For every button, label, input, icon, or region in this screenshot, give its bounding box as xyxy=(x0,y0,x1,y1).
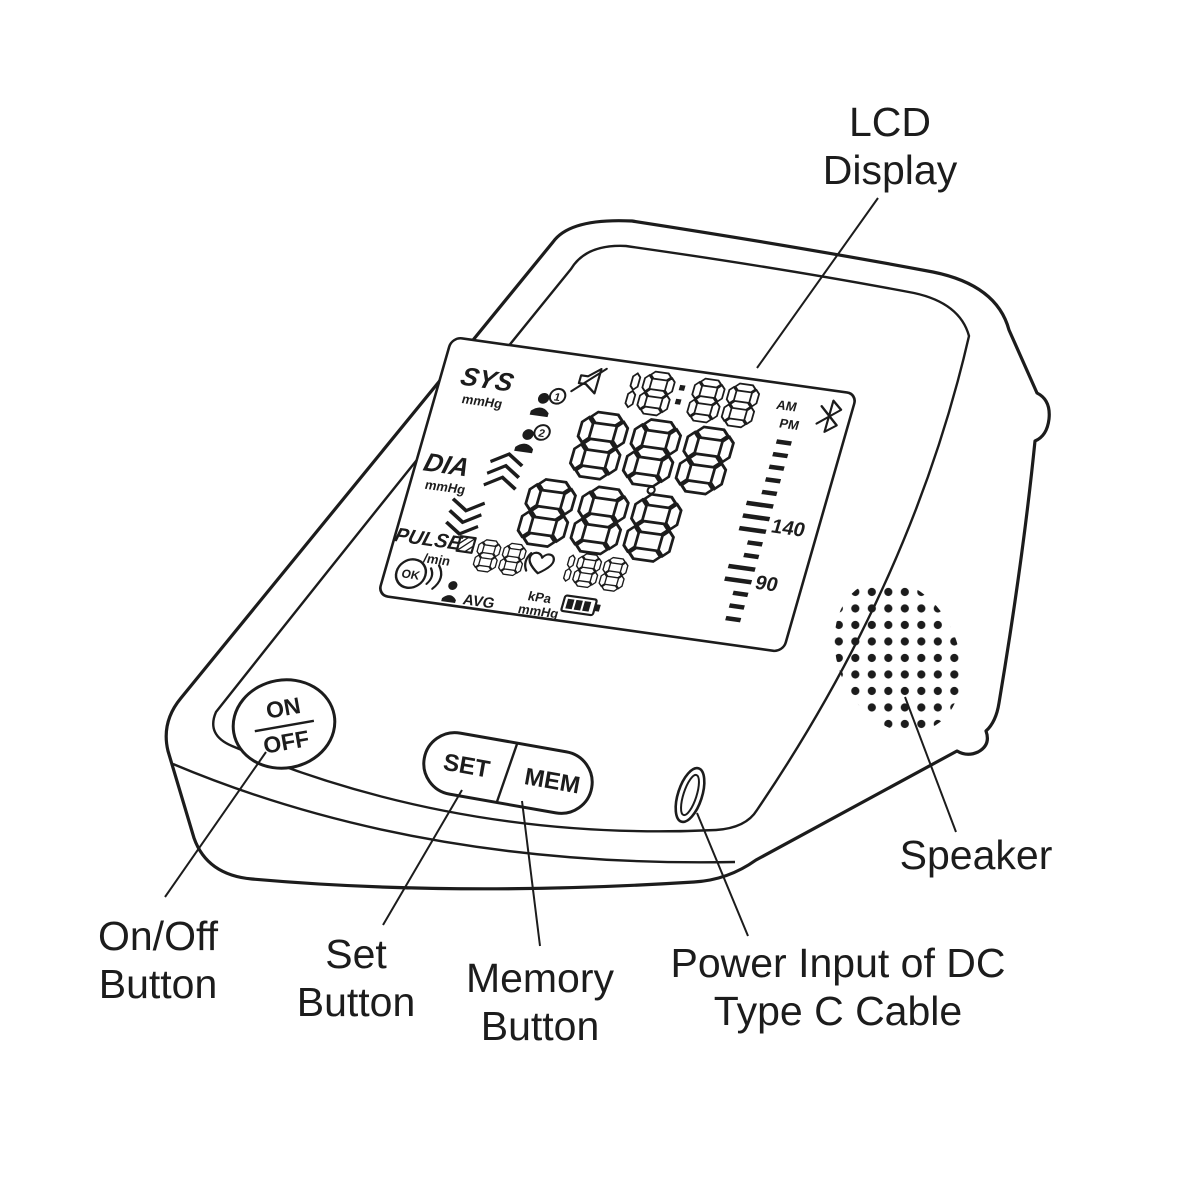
set-mem-button: SET MEM xyxy=(422,731,594,815)
sys-unit: mmHg xyxy=(460,391,504,411)
power-port xyxy=(674,766,706,824)
label-on-off-line1: On/Off xyxy=(98,913,219,959)
label-set-line2: Button xyxy=(297,979,416,1025)
callout-line-set xyxy=(382,789,463,926)
battery-icon xyxy=(560,594,601,617)
decimal-dot xyxy=(646,485,656,495)
kpa-label: kPa xyxy=(526,588,554,606)
bluetooth-icon xyxy=(815,399,843,433)
on-label: ON xyxy=(264,692,302,724)
user1-icon: 1 xyxy=(529,387,567,418)
dia-label: DIA xyxy=(420,447,473,482)
callout-line-lcd xyxy=(756,197,879,369)
callout-line-on-off xyxy=(164,751,267,898)
lcd-display: AM PM SYS mmHg DIA mmHg PULSE /min 1 2 xyxy=(379,337,856,653)
callout-line-power xyxy=(696,812,749,937)
mmhg-label: mmHg xyxy=(516,601,560,621)
label-on-off-line2: Button xyxy=(99,961,218,1007)
label-memory-line1: Memory xyxy=(466,955,615,1001)
ok-label: OK xyxy=(400,567,422,583)
sys-label: SYS xyxy=(457,361,517,397)
callout-line-speaker xyxy=(904,696,957,833)
label-set-line1: Set xyxy=(325,931,387,977)
am-label: AM xyxy=(775,397,799,414)
dia-unit: mmHg xyxy=(423,477,467,497)
callout-line-memory xyxy=(521,800,541,947)
mute-speaker-icon xyxy=(570,367,608,395)
top-face-bezel xyxy=(212,244,971,833)
ok-voice-icon: OK xyxy=(394,558,443,590)
pulse-unit: /min xyxy=(422,550,453,568)
who-scale: 140 90 xyxy=(724,439,808,623)
front-edge-line xyxy=(172,762,736,864)
down-arrows-icon xyxy=(445,497,486,536)
svg-text:2: 2 xyxy=(537,428,546,440)
hatch-icon xyxy=(455,535,477,554)
user2-icon: 2 xyxy=(514,424,551,454)
pm-label: PM xyxy=(778,416,801,433)
label-speaker: Speaker xyxy=(900,832,1053,878)
label-lcd-line2: Display xyxy=(823,147,958,193)
speaker-grille xyxy=(834,579,962,733)
label-power-line1: Power Input of DC xyxy=(671,940,1006,986)
label-memory-line2: Button xyxy=(481,1003,600,1049)
scale-140: 140 xyxy=(769,516,808,542)
avg-user-icon xyxy=(441,581,458,604)
avg-label: AVG xyxy=(461,591,497,612)
label-lcd-line1: LCD xyxy=(849,99,931,145)
on-off-button: ON OFF xyxy=(231,678,337,770)
pulse-wave-icon xyxy=(524,552,533,572)
label-power-line2: Type C Cable xyxy=(714,988,962,1034)
svg-text:1: 1 xyxy=(552,392,561,404)
up-arrows-icon xyxy=(483,452,524,491)
heart-icon xyxy=(528,551,555,575)
